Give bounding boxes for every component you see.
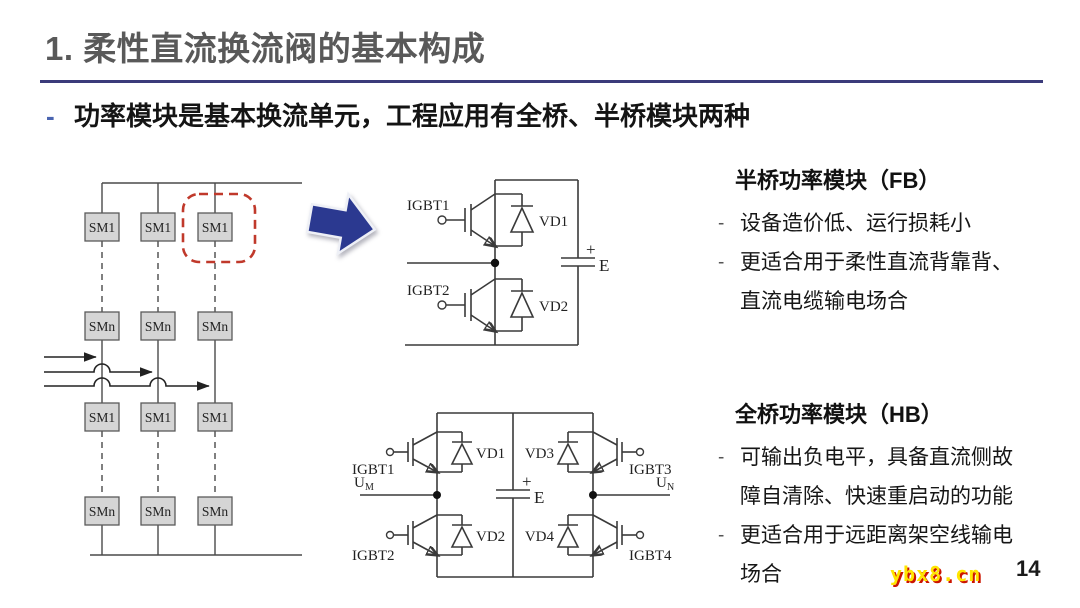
full-bridge-circuit: IGBT1 IGBT2 IGBT3 IGBT4 VD1 VD2 VD3 VD4 … — [352, 412, 674, 578]
sm-label: SM1 — [202, 220, 228, 235]
fb-vd4-diode-symbol — [556, 514, 593, 556]
fb-igbt3-symbol — [593, 431, 645, 472]
sm-row2: SMn SMn SMn — [84, 311, 233, 341]
hb-item-2-text: 更适合用于远距离架空线输电场合 — [740, 524, 1013, 586]
hb-item-1-text: 可输出负电平，具备直流侧故障自清除、快速重启动的功能 — [740, 446, 1013, 508]
item-dash: - — [718, 525, 725, 546]
full-bridge-wires — [360, 412, 670, 578]
fb-igbt2-label: IGBT2 — [352, 548, 395, 564]
vd1-diode-symbol — [495, 193, 535, 247]
right-midpoint-node — [589, 491, 597, 499]
fb-igbt4-label: IGBT4 — [629, 548, 672, 564]
sm-row3: SM1 SM1 SM1 — [84, 402, 233, 432]
fb-cap-plus-label: + — [522, 472, 532, 491]
item-dash: - — [718, 213, 725, 234]
vd1-label: VD1 — [539, 214, 568, 230]
sm-label: SM1 — [145, 220, 171, 235]
sm-row1: SM1 SM1 SM1 — [84, 212, 233, 242]
fb-panel-item-1: - 设备造价低、运行损耗小 — [718, 204, 1070, 243]
um-label: U — [354, 475, 365, 491]
fb-igbt1-label: IGBT1 — [352, 462, 395, 478]
right-block-arrow-icon — [305, 191, 377, 257]
hb-panel-item-1: - 可输出负电平，具备直流侧故障自清除、快速重启动的功能 — [718, 438, 1070, 516]
vd2-label: VD2 — [539, 299, 568, 315]
cap-e-label: E — [599, 256, 609, 275]
igbt1-symbol — [437, 193, 495, 246]
hb-panel-item-2: - 更适合用于远距离架空线输电场合 — [718, 516, 1070, 594]
fb-igbt4-symbol — [593, 514, 645, 555]
sm-label: SM1 — [202, 410, 228, 425]
fb-panel-heading: 半桥功率模块（FB） — [735, 168, 941, 193]
hb-panel-heading: 全桥功率模块（HB） — [735, 402, 943, 427]
highlighted-module-box — [181, 192, 257, 264]
fb-vd3-diode-symbol — [556, 431, 593, 473]
sm-label: SMn — [202, 504, 229, 519]
fb-vd1-diode-symbol — [437, 431, 474, 473]
left-midpoint-node — [433, 491, 441, 499]
fb-vd4-label: VD4 — [525, 529, 555, 545]
watermark: ybx8.cn — [890, 562, 982, 586]
intro-dash: - — [46, 101, 55, 131]
un-sub-label: N — [667, 482, 674, 493]
sm-label: SM1 — [145, 410, 171, 425]
fb-igbt1-symbol — [385, 431, 438, 472]
fb-vd1-label: VD1 — [476, 446, 505, 462]
sm-stack-diagram: SM1 SM1 SM1 SMn SMn SMn SM1 SM1 — [44, 182, 302, 556]
fb-item-2-text: 更适合用于柔性直流背靠背、直流电缆输电场合 — [740, 251, 1013, 313]
cap-plus-label: + — [586, 240, 596, 259]
item-dash: - — [718, 252, 725, 273]
full-bridge-panel: 全桥功率模块（HB） - 可输出负电平，具备直流侧故障自清除、快速重启动的功能 … — [718, 397, 1070, 594]
title-divider — [40, 80, 1043, 83]
tap-arrows — [44, 352, 210, 391]
column-wires — [101, 183, 216, 555]
intro-bullet: - 功率模块是基本换流单元，工程应用有全桥、半桥模块两种 — [46, 101, 750, 131]
sm-row4: SMn SMn SMn — [84, 496, 233, 526]
item-dash: - — [718, 447, 725, 468]
sm-label: SMn — [145, 504, 172, 519]
vd2-diode-symbol — [495, 278, 535, 332]
fb-panel-item-2: - 更适合用于柔性直流背靠背、直流电缆输电场合 — [718, 243, 1070, 321]
fb-vd2-label: VD2 — [476, 529, 505, 545]
half-bridge-panel: 半桥功率模块（FB） - 设备造价低、运行损耗小 - 更适合用于柔性直流背靠背、… — [718, 163, 1070, 321]
half-bridge-circuit: IGBT1 IGBT2 VD1 VD2 + E — [405, 179, 609, 346]
fb-vd3-label: VD3 — [525, 446, 554, 462]
igbt2-symbol — [437, 278, 495, 331]
sm-label: SM1 — [89, 410, 115, 425]
midpoint-node — [490, 258, 500, 268]
sm-label: SMn — [145, 319, 172, 334]
igbt2-label: IGBT2 — [407, 283, 450, 299]
sm-label: SMn — [202, 319, 229, 334]
sm-label: SM1 — [89, 220, 115, 235]
fb-vd2-diode-symbol — [437, 514, 474, 556]
igbt1-label: IGBT1 — [407, 198, 450, 214]
fb-cap-e-label: E — [534, 488, 544, 507]
sm-label: SMn — [89, 504, 116, 519]
fb-item-1-text: 设备造价低、运行损耗小 — [740, 212, 971, 235]
fb-igbt3-label: IGBT3 — [629, 462, 672, 478]
slide-title: 1. 柔性直流换流阀的基本构成 — [45, 30, 486, 67]
un-label: U — [656, 475, 667, 491]
um-sub-label: M — [365, 482, 374, 493]
intro-text: 功率模块是基本换流单元，工程应用有全桥、半桥模块两种 — [74, 101, 751, 131]
fb-igbt2-symbol — [385, 514, 438, 555]
sm-label: SMn — [89, 319, 116, 334]
page-number: 14 — [1016, 556, 1041, 581]
